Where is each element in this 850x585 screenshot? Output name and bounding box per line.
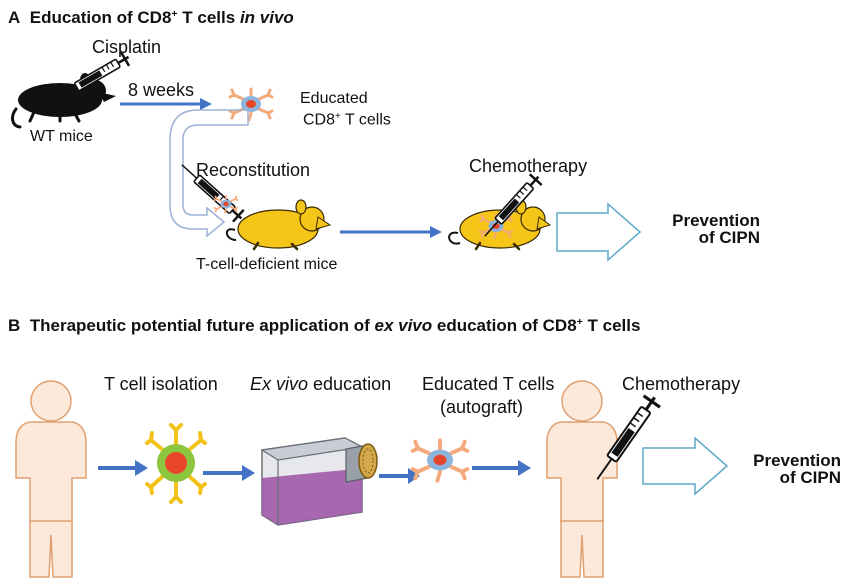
educated-t-cells-label-line1: Educated T cells <box>422 374 555 394</box>
reconstitution-curved-arrow <box>169 109 249 238</box>
culture-flask-icon <box>260 437 378 526</box>
panel-a-heading: A Education of CD8+ T cells in vivo <box>8 8 294 27</box>
arrow-8-weeks <box>120 98 212 110</box>
arrow-to-chemotherapy <box>340 226 442 238</box>
educated-t-cells-label-line2: (autograft) <box>440 397 524 417</box>
naive-t-cell-icon <box>145 423 207 504</box>
panel-b <box>15 380 729 578</box>
exvivo-label: Ex vivo education <box>250 374 392 394</box>
black-mouse-icon <box>11 73 116 129</box>
arrow-to-patient <box>472 460 531 476</box>
panel-b-heading: B Therapeutic potential future applicati… <box>8 316 641 335</box>
isolation-label: T cell isolation <box>104 374 218 394</box>
human-right-icon <box>546 380 618 578</box>
deficient-mice-label: T-cell-deficient mice <box>196 256 338 273</box>
arrow-to-isolation <box>98 460 148 476</box>
educated-cells-label-line2: CD8+ T cells <box>303 111 391 129</box>
panel-a <box>11 48 642 262</box>
duration-label: 8 weeks <box>128 80 195 100</box>
prevention-arrow-b <box>642 436 729 496</box>
yellow-mouse-icon <box>225 199 332 251</box>
chemotherapy-label-a: Chemotherapy <box>469 156 588 176</box>
reconstitution-label: Reconstitution <box>196 160 311 180</box>
educated-t-cell-icon <box>410 438 470 483</box>
arrow-to-education <box>203 465 255 481</box>
educated-cells-label-line1: Educated <box>300 90 368 107</box>
arrow-to-educated <box>379 468 420 484</box>
human-left-icon <box>15 380 87 578</box>
prevention-arrow-a <box>556 202 642 262</box>
drug-label: Cisplatin <box>92 37 162 57</box>
educated-cd8-cell-icon <box>228 87 274 122</box>
chemotherapy-label-b: Chemotherapy <box>622 374 741 394</box>
wt-mice-label: WT mice <box>30 128 93 145</box>
